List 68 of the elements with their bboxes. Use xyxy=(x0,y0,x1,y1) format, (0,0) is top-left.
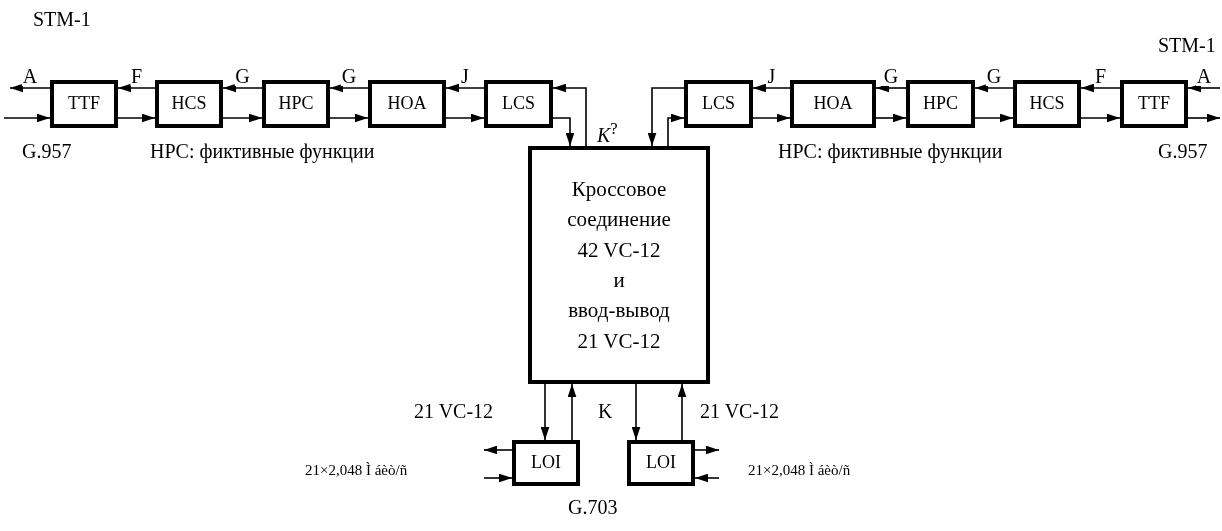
arrow xyxy=(117,113,156,123)
edge-label: G xyxy=(340,66,358,86)
text-label: K xyxy=(598,400,613,423)
arrow xyxy=(875,113,907,123)
arrow xyxy=(1187,113,1221,123)
arrow xyxy=(974,83,1014,93)
arrow xyxy=(752,113,791,123)
edge-label: F xyxy=(129,66,144,86)
arrow xyxy=(567,383,577,441)
arrow xyxy=(3,113,51,123)
text-label: 21 VC-12 xyxy=(700,400,780,423)
arrow xyxy=(1080,113,1121,123)
function-block: LOI xyxy=(627,440,695,486)
arrow xyxy=(540,383,550,441)
text-label: 21 VC-12 xyxy=(414,400,494,423)
arrow xyxy=(552,83,587,147)
edge-label: G xyxy=(985,66,1003,86)
arrow xyxy=(9,83,51,93)
edge-label: G xyxy=(234,66,251,86)
function-block: TTF xyxy=(1120,80,1188,128)
arrow xyxy=(1187,83,1221,93)
arrow xyxy=(445,113,485,123)
process-box: Кроссовое соединение 42 VC-12 и ввод-вывод 21 VC-12 xyxy=(528,146,710,384)
edge-label: A xyxy=(21,66,39,86)
arrow xyxy=(329,83,369,93)
arrow xyxy=(1080,83,1121,93)
arrow xyxy=(117,83,156,93)
arrow xyxy=(694,473,720,483)
arrow xyxy=(875,83,907,93)
function-block: HCS xyxy=(1013,80,1081,128)
edge-label: G xyxy=(882,66,900,86)
text-label: G.957 xyxy=(22,140,72,163)
arrow xyxy=(631,383,641,441)
function-block: HPC xyxy=(906,80,975,128)
arrow xyxy=(329,113,369,123)
function-block: HPC xyxy=(262,80,330,128)
function-block: LCS xyxy=(684,80,753,128)
arrow xyxy=(694,445,720,455)
arrow xyxy=(552,117,575,147)
text-label: HPC: фиктивные функции xyxy=(150,140,375,163)
text-label: G.703 xyxy=(568,496,618,519)
function-block: HOA xyxy=(790,80,876,128)
text-label: G.957 xyxy=(1158,140,1208,163)
arrow xyxy=(647,87,685,147)
edge-label: A xyxy=(1195,66,1213,86)
text-label: HPC: фиктивные функции xyxy=(778,140,1003,163)
arrow xyxy=(677,383,687,441)
text-label: 21×2,048 Ì áèò/ñ xyxy=(748,462,851,480)
arrow xyxy=(483,445,513,455)
edge-label: F xyxy=(1093,66,1108,86)
function-block: HOA xyxy=(368,80,446,128)
function-block: TTF xyxy=(50,80,118,128)
text-label: K$^{?}$ xyxy=(597,119,618,147)
text-label: 21×2,048 Ì áèò/ñ xyxy=(305,462,408,480)
arrow xyxy=(974,113,1014,123)
function-block: HCS xyxy=(155,80,223,128)
edge-label: J xyxy=(460,66,470,86)
arrow xyxy=(667,113,685,147)
arrow xyxy=(222,83,263,93)
text-label: STM-1 xyxy=(1158,34,1216,57)
arrow xyxy=(445,83,485,93)
function-block: LOI xyxy=(512,440,580,486)
arrow xyxy=(752,83,791,93)
function-block: LCS xyxy=(484,80,553,128)
arrow xyxy=(222,113,263,123)
arrow xyxy=(483,473,513,483)
edge-label: J xyxy=(766,66,777,86)
text-label: STM-1 xyxy=(33,8,91,31)
